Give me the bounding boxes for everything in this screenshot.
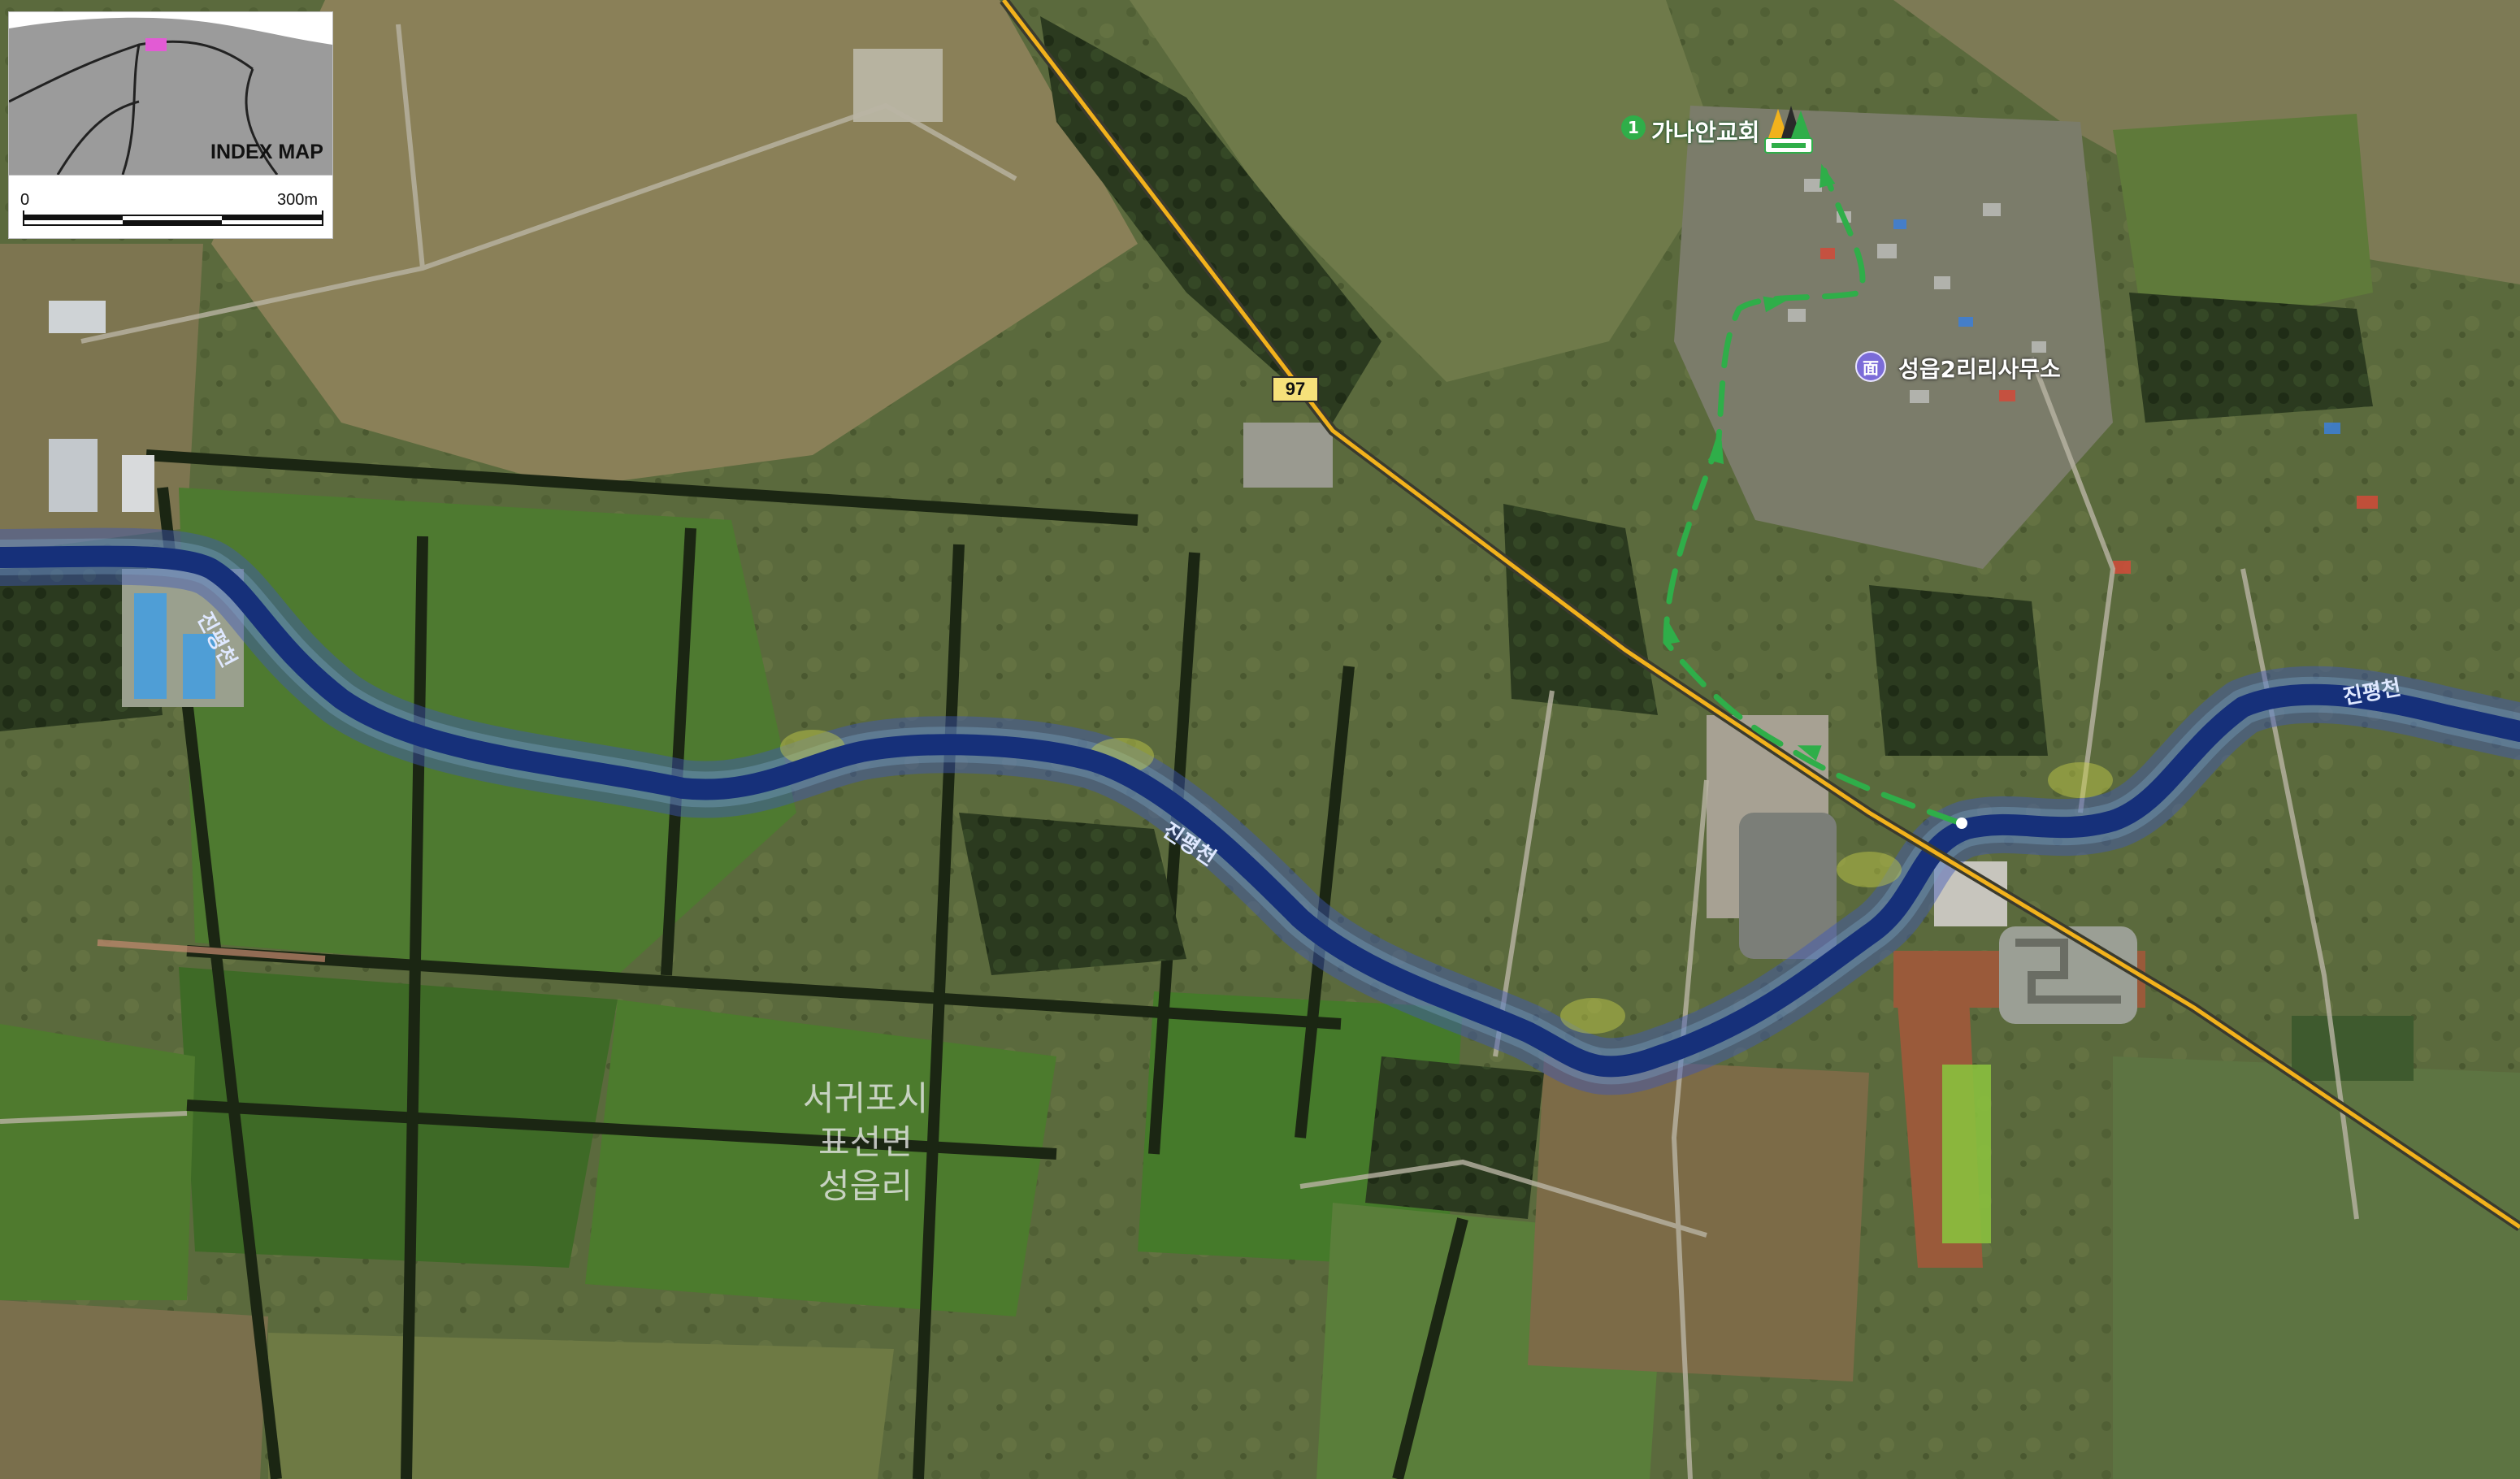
route-arrow <box>1707 440 1724 465</box>
scale-bar <box>23 210 323 226</box>
road-number-shield: 97 <box>1272 376 1319 402</box>
route-arrow <box>1797 745 1822 761</box>
index-map-panel: INDEX MAP 0 300m <box>8 11 333 239</box>
scale-end-label: 300m <box>277 191 319 209</box>
route-direction-arrows <box>1663 163 1836 761</box>
admin-city: 서귀포시 <box>802 1078 929 1118</box>
highway-97 <box>1002 0 2520 1230</box>
scale-start-label: 0 <box>20 191 30 209</box>
habitat-hotspot <box>1560 998 1625 1034</box>
route-arrow <box>1763 296 1787 313</box>
route-start-point[interactable] <box>1956 818 1967 829</box>
route-arrow <box>1663 621 1681 645</box>
index-map-thumbnail <box>9 12 332 175</box>
index-map-title: INDEX MAP <box>210 141 323 163</box>
habitat-hotspot <box>2048 762 2113 798</box>
walking-route <box>1663 167 1962 826</box>
poi-number-badge: 1 <box>1621 115 1646 140</box>
church-icon[interactable] <box>1763 102 1814 154</box>
river-line <box>0 545 2520 1078</box>
admin-village: 성읍리 <box>818 1166 913 1206</box>
office-label[interactable]: 성읍2리리사무소 <box>1898 356 2061 383</box>
poi-label[interactable]: 가나안교회 <box>1651 119 1760 146</box>
index-highlight-box <box>145 38 167 51</box>
route-arrow <box>1819 163 1836 189</box>
admin-district: 표선면 <box>818 1122 913 1162</box>
admin-area-label: 서귀포시 표선면 성읍리 <box>780 1077 951 1208</box>
habitat-hotspot <box>1837 852 1902 887</box>
office-icon[interactable]: 面 <box>1855 351 1886 382</box>
